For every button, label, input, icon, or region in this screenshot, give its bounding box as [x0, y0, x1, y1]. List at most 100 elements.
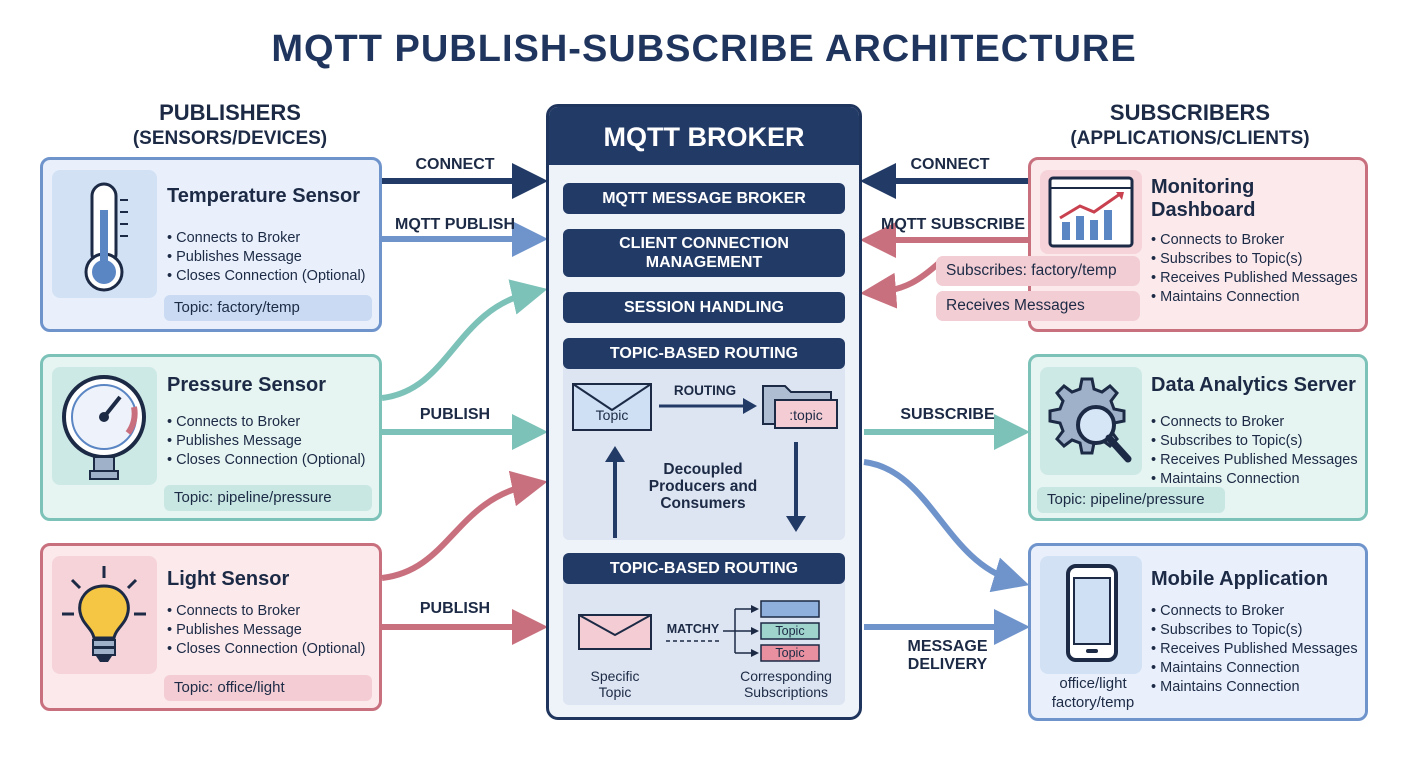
card-title: Light Sensor	[167, 568, 290, 590]
label-light-publish: PUBLISH	[419, 600, 491, 617]
bullet-item: Receives Published Messages	[1151, 451, 1357, 470]
label-left-connect: CONNECT	[415, 156, 495, 173]
topic-box: Topic	[775, 624, 805, 638]
topic-box: Topic	[775, 646, 805, 660]
caption-line: Subscriptions	[743, 684, 829, 700]
publishers-subtitle: (SENSORS/DEVICES)	[132, 128, 328, 149]
bullet-item: Connects to Broker	[167, 413, 366, 432]
bullet-list: Connects to Broker Subscribes to Topic(s…	[1151, 413, 1358, 489]
bullet-item: Connects to Broker	[167, 602, 366, 621]
bullet-item: Maintains Connection	[1151, 288, 1358, 307]
decoupled-text: Decoupled Producers and Consumers	[643, 461, 763, 512]
label-right-mqtt-subscribe: MQTT SUBSCRIBE	[881, 216, 1025, 233]
bullet-item: Connects to Broker	[1151, 231, 1358, 250]
label-right-subscribe: SUBSCRIBE	[900, 406, 995, 423]
caption-line: Specific	[590, 668, 640, 684]
caption-line: Corresponding	[740, 668, 832, 684]
topic-tag: Topic: office/light	[164, 675, 372, 701]
bullet-item: Maintains Connection	[1151, 659, 1358, 678]
publishers-title: PUBLISHERS	[159, 100, 301, 125]
bullet-item: Publishes Message	[167, 621, 366, 640]
bullet-list: Connects to Broker Subscribes to Topic(s…	[1151, 231, 1358, 307]
bar-topic-routing-2: TOPIC-BASED ROUTING	[563, 553, 845, 584]
topic-tag: Topic: pipeline/pressure	[164, 485, 372, 511]
publisher-card-pressure: Pressure Sensor Connects to Broker Publi…	[40, 354, 382, 521]
bullet-item: Connects to Broker	[167, 229, 366, 248]
mqtt-broker: MQTT BROKER MQTT MESSAGE BROKER CLIENT C…	[546, 104, 862, 720]
topic-tag: Topic: factory/temp	[164, 295, 372, 321]
bar-message-broker: MQTT MESSAGE BROKER	[563, 183, 845, 214]
decoupled-line: Decoupled	[663, 461, 743, 478]
bullet-item: Maintains Connection	[1151, 470, 1358, 489]
match-label: MATCHY	[666, 622, 720, 636]
pressure-gauge-icon	[52, 367, 157, 485]
mobile-topics: office/light factory/temp	[1041, 674, 1145, 712]
label-message-delivery-line2: DELIVERY	[907, 656, 988, 673]
bullet-list: Connects to Broker Subscribes to Topic(s…	[1151, 602, 1358, 697]
card-title-line: Dashboard	[1151, 199, 1256, 221]
arrow-light-curve	[381, 470, 548, 581]
publisher-card-temperature: Temperature Sensor Connects to Broker Pu…	[40, 157, 382, 332]
card-title-line: Monitoring	[1151, 176, 1255, 198]
matching-diagram	[578, 600, 820, 662]
publishers-heading: PUBLISHERS (SENSORS/DEVICES)	[100, 100, 360, 152]
bullet-item: Closes Connection (Optional)	[167, 640, 365, 659]
matching-panel: TOPIC-BASED ROUTING MATCHY Topic Topic S…	[563, 553, 845, 705]
bullet-list: Connects to Broker Publishes Message Clo…	[167, 229, 366, 286]
arrow-receives-curve	[860, 259, 943, 309]
subscriptions-caption: Corresponding Subscriptions	[731, 668, 841, 700]
specific-topic-caption: Specific Topic	[575, 668, 655, 700]
subscriber-card-analytics: Data Analytics Server Connects to Broker…	[1028, 354, 1368, 521]
topic-tag: Topic: pipeline/pressure	[1037, 487, 1225, 513]
bullet-item: Subscribes to Topic(s)	[1151, 250, 1358, 269]
bullet-item: Receives Published Messages	[1151, 269, 1357, 288]
bullet-item: Closes Connection (Optional)	[167, 267, 365, 286]
bullet-item: Receives Published Messages	[1151, 640, 1357, 659]
card-title: Monitoring Dashboard	[1151, 176, 1255, 222]
label-pressure-publish: PUBLISH	[419, 406, 491, 423]
pill-receives: Receives Messages	[936, 291, 1140, 321]
broker-title: MQTT BROKER	[549, 107, 859, 165]
mobile-topic: office/light	[1059, 675, 1127, 692]
pill-subscribes: Subscribes: factory/temp	[936, 256, 1140, 286]
bullet-item: Connects to Broker	[1151, 413, 1358, 432]
routing-label: ROUTING	[673, 383, 737, 398]
subscriber-card-mobile: Mobile Application Connects to Broker Su…	[1028, 543, 1368, 721]
label-message-delivery-line1: MESSAGE	[907, 638, 988, 655]
smartphone-icon	[1040, 556, 1142, 674]
thermometer-icon	[52, 170, 157, 298]
publisher-card-light: Light Sensor Connects to Broker Publishe…	[40, 543, 382, 711]
bullet-item: Subscribes to Topic(s)	[1151, 621, 1358, 640]
label-right-connect: CONNECT	[910, 156, 990, 173]
mobile-topic: factory/temp	[1051, 694, 1135, 711]
bullet-list: Connects to Broker Publishes Message Clo…	[167, 602, 366, 659]
bullet-item: Publishes Message	[167, 432, 366, 451]
label-message-delivery: MESSAGE DELIVERY	[890, 638, 1005, 674]
card-title: Pressure Sensor	[167, 374, 326, 396]
decoupled-line: Consumers	[660, 495, 746, 512]
dashboard-chart-icon	[1040, 170, 1142, 254]
bar-connection-management: CLIENT CONNECTION MANAGEMENT	[563, 229, 845, 277]
envelope-topic-label: Topic	[595, 407, 629, 423]
page-title: MQTT PUBLISH-SUBSCRIBE ARCHITECTURE	[271, 28, 1137, 70]
gear-magnifier-icon	[1040, 367, 1142, 475]
bullet-item: Publishes Message	[167, 248, 366, 267]
card-title: Mobile Application	[1151, 568, 1329, 590]
bullet-item: Closes Connection (Optional)	[167, 451, 365, 470]
light-bulb-icon	[52, 556, 157, 674]
card-title: Temperature Sensor	[167, 185, 361, 207]
routing-diagram	[572, 383, 838, 538]
bullet-item: Subscribes to Topic(s)	[1151, 432, 1358, 451]
arrow-mobile-curve	[863, 459, 1030, 593]
arrow-pressure-curve	[381, 279, 548, 401]
routing-panel: TOPIC-BASED ROUTING Topic ROUTING :topic…	[563, 338, 845, 540]
bar-session-handling: SESSION HANDLING	[563, 292, 845, 323]
card-title: Data Analytics Server	[1151, 374, 1356, 396]
subscribers-subtitle: (APPLICATIONS/CLIENTS)	[1070, 128, 1310, 149]
bullet-item: Connects to Broker	[1151, 602, 1358, 621]
bullet-item: Maintains Connection	[1151, 678, 1358, 697]
decoupled-line: Producers and	[648, 478, 758, 495]
bar-topic-routing: TOPIC-BASED ROUTING	[563, 338, 845, 369]
label-left-mqtt-publish: MQTT PUBLISH	[395, 216, 515, 233]
